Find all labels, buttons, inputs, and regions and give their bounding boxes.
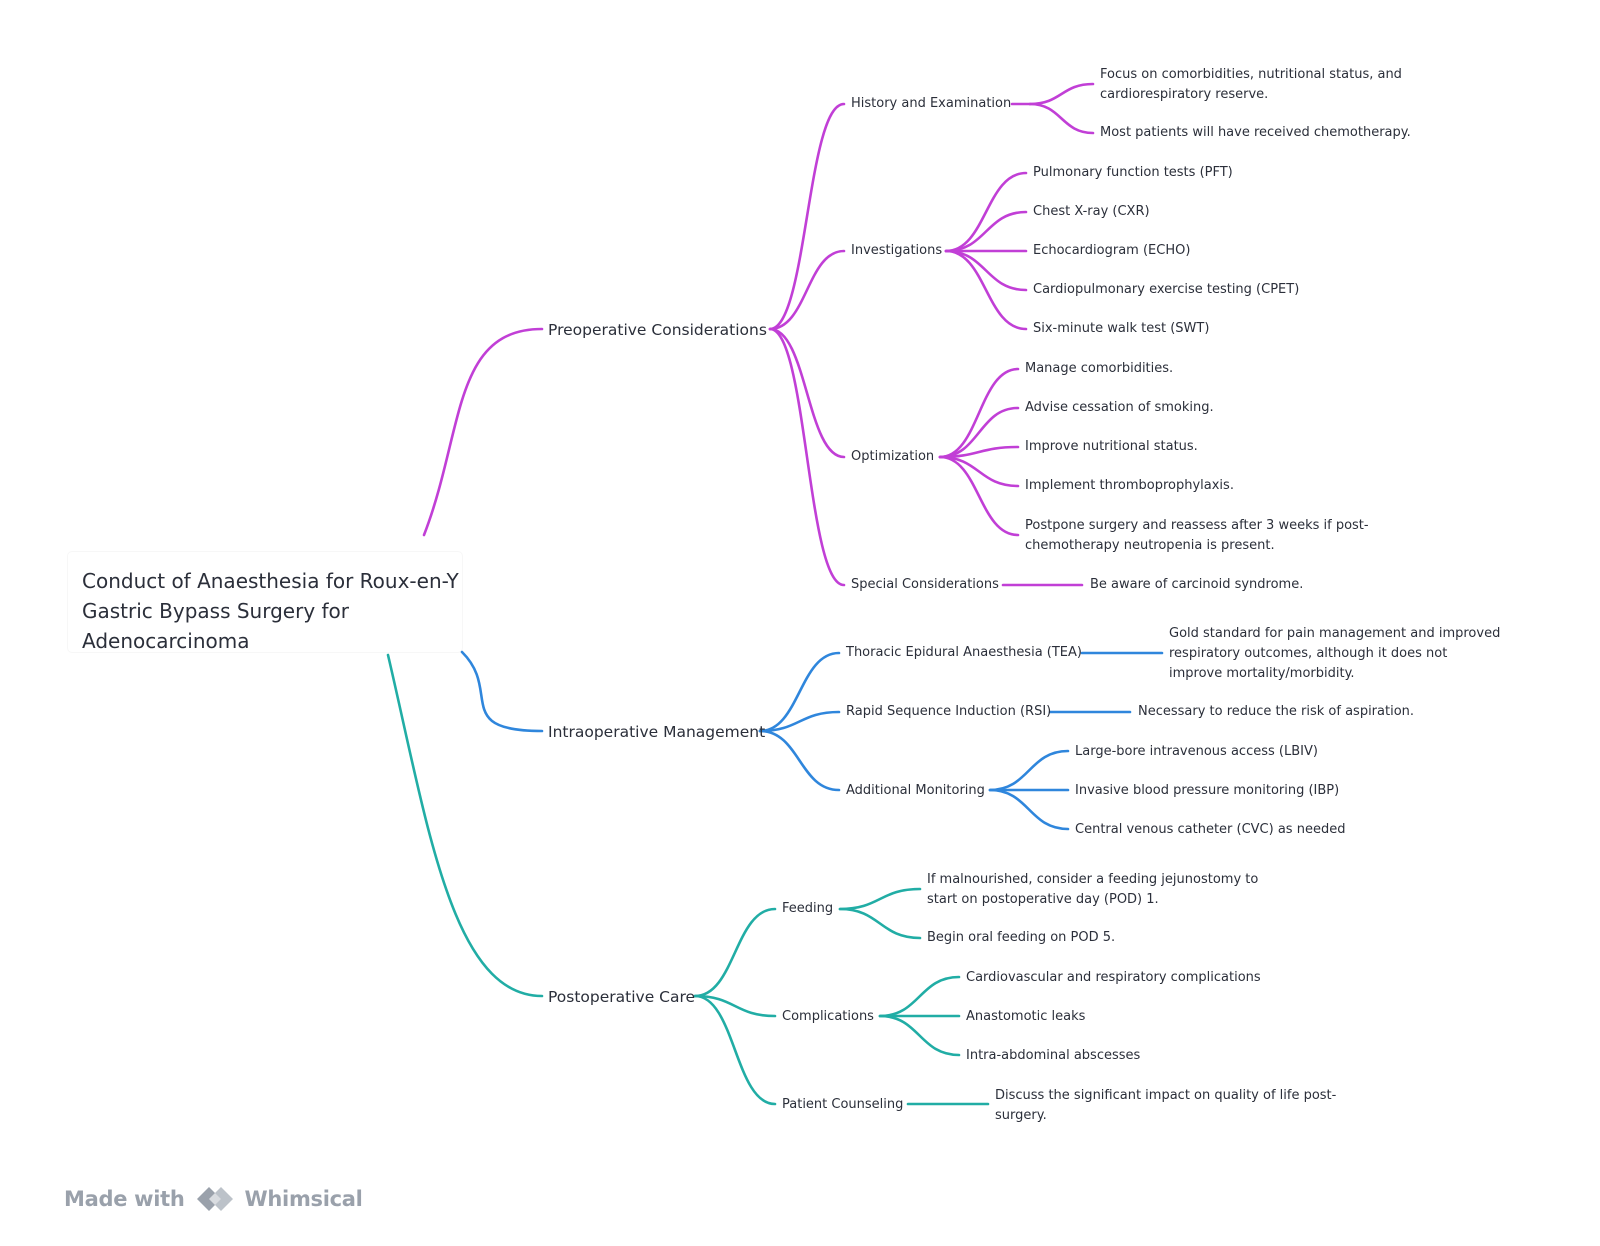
connector-preop-1 — [768, 102, 846, 331]
leaf-history-1[interactable]: Focus on comorbidities, nutritional stat… — [1100, 67, 1402, 102]
connector-postop-2 — [693, 994, 777, 1018]
leaf-complications-3[interactable]: Intra-abdominal abscesses — [966, 1048, 1141, 1063]
connector-intraop-2 — [758, 710, 841, 733]
connector-postop-3 — [693, 994, 777, 1106]
connector-investigations-1 — [944, 171, 1028, 253]
leaf-feeding-2[interactable]: Begin oral feeding on POD 5. — [927, 930, 1116, 945]
node-feeding[interactable]: Feeding — [782, 901, 834, 916]
leaf-optimization-5[interactable]: Postpone surgery and reassess after 3 we… — [1025, 518, 1369, 553]
brand-label: Whimsical — [244, 1187, 363, 1211]
branch-intraoperative-management[interactable]: Intraoperative Management — [548, 723, 766, 741]
connector-root-preop — [422, 327, 544, 537]
leaf-tea-1[interactable]: Gold standard for pain management and im… — [1169, 626, 1501, 681]
connector-monitoring-1 — [988, 749, 1070, 792]
leaf-monitoring-3[interactable]: Central venous catheter (CVC) as needed — [1075, 822, 1346, 837]
connector-optimization-4 — [938, 455, 1020, 488]
leaf-investigation-4[interactable]: Cardiopulmonary exercise testing (CPET) — [1033, 282, 1300, 297]
leaf-monitoring-2[interactable]: Invasive blood pressure monitoring (IBP) — [1075, 783, 1340, 798]
connector-complications-3 — [878, 1014, 961, 1057]
connector-complications-1 — [878, 975, 961, 1018]
connector-optimization-1 — [938, 367, 1020, 459]
connector-root-postop — [386, 653, 544, 998]
leaf-feeding-1[interactable]: If malnourished, consider a feeding jeju… — [927, 872, 1259, 907]
made-with-label: Made with — [64, 1187, 185, 1211]
leaf-investigation-5[interactable]: Six-minute walk test (SWT) — [1033, 321, 1210, 336]
node-patient-counseling[interactable]: Patient Counseling — [782, 1097, 904, 1112]
leaf-optimization-3[interactable]: Improve nutritional status. — [1025, 439, 1198, 454]
connector-preop-4 — [768, 327, 846, 587]
branch-postoperative-care[interactable]: Postoperative Care — [548, 988, 696, 1006]
connector-investigations-2 — [944, 210, 1028, 253]
node-rapid-sequence-induction[interactable]: Rapid Sequence Induction (RSI) — [846, 704, 1052, 719]
connector-intraop-1 — [758, 651, 841, 733]
connector-history-1 — [1028, 82, 1095, 106]
connector-optimization-2 — [938, 406, 1020, 459]
node-additional-monitoring[interactable]: Additional Monitoring — [846, 783, 985, 798]
leaf-investigation-3[interactable]: Echocardiogram (ECHO) — [1033, 243, 1191, 258]
leaf-counseling-1[interactable]: Discuss the significant impact on qualit… — [995, 1088, 1337, 1123]
leaf-complications-1[interactable]: Cardiovascular and respiratory complicat… — [966, 970, 1261, 985]
whimsical-logo-icon — [196, 1187, 233, 1211]
connector-investigations-5 — [944, 249, 1028, 331]
node-optimization[interactable]: Optimization — [851, 449, 935, 464]
connector-intraop-3 — [758, 729, 841, 792]
leaf-monitoring-1[interactable]: Large-bore intravenous access (LBIV) — [1075, 744, 1318, 759]
connector-feeding-1 — [838, 887, 922, 911]
connector-monitoring-3 — [988, 788, 1070, 831]
leaf-optimization-2[interactable]: Advise cessation of smoking. — [1025, 400, 1214, 415]
connector-preop-2 — [768, 249, 846, 331]
leaf-investigation-1[interactable]: Pulmonary function tests (PFT) — [1033, 165, 1233, 180]
node-history-and-examination[interactable]: History and Examination — [851, 96, 1012, 111]
root-title: Conduct of Anaesthesia for Roux-en-Y Gas… — [82, 569, 459, 653]
leaf-special-1[interactable]: Be aware of carcinoid syndrome. — [1090, 577, 1304, 592]
connector-preop-3 — [768, 327, 846, 459]
leaf-rsi-1[interactable]: Necessary to reduce the risk of aspirati… — [1138, 704, 1415, 719]
leaf-optimization-4[interactable]: Implement thromboprophylaxis. — [1025, 478, 1234, 493]
leaf-investigation-2[interactable]: Chest X-ray (CXR) — [1033, 204, 1150, 219]
connector-investigations-4 — [944, 249, 1028, 292]
connector-root-intraop — [460, 650, 544, 733]
connector-history-2 — [1028, 102, 1095, 135]
leaf-complications-2[interactable]: Anastomotic leaks — [966, 1009, 1086, 1024]
leaf-optimization-1[interactable]: Manage comorbidities. — [1025, 361, 1174, 376]
connector-optimization-5 — [938, 455, 1020, 537]
leaf-history-2[interactable]: Most patients will have received chemoth… — [1100, 125, 1411, 140]
made-with-whimsical-badge[interactable]: Made with Whimsical — [64, 1181, 363, 1217]
node-special-considerations[interactable]: Special Considerations — [851, 577, 999, 592]
node-investigations[interactable]: Investigations — [851, 243, 943, 258]
node-thoracic-epidural-anaesthesia[interactable]: Thoracic Epidural Anaesthesia (TEA) — [846, 645, 1082, 660]
connector-feeding-2 — [838, 907, 922, 940]
connector-optimization-3 — [938, 445, 1020, 459]
connector-postop-1 — [693, 907, 777, 998]
branch-preoperative-considerations[interactable]: Preoperative Considerations — [548, 321, 767, 339]
node-complications[interactable]: Complications — [782, 1009, 874, 1024]
root-node[interactable]: Conduct of Anaesthesia for Roux-en-Y Gas… — [68, 552, 462, 653]
